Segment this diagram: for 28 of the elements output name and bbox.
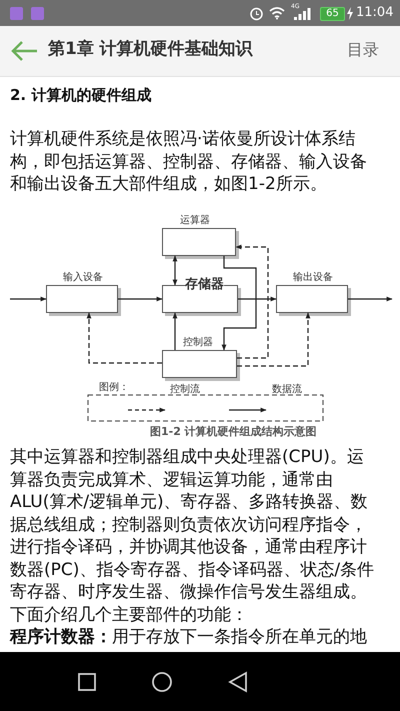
data-flow-arrow bbox=[118, 296, 163, 302]
contents-link: 目录 bbox=[347, 40, 380, 60]
control-flow-arrow bbox=[86, 312, 162, 364]
legend-label: 控制流 bbox=[170, 382, 200, 396]
data-flow-arrow bbox=[172, 312, 178, 350]
control-flow-arrow bbox=[237, 312, 310, 367]
data-flow-arrow bbox=[10, 296, 47, 302]
component-label: 控制器 bbox=[183, 337, 213, 349]
legend-label: 数据流 bbox=[272, 382, 302, 396]
chapter-title: 第1章 计算机硬件基础知识 bbox=[48, 39, 254, 60]
component-label: 输入设备 bbox=[63, 272, 103, 284]
body-paragraph: 其中运算器和控制器组成中央处理器(CPU)。运算器负责完成算术、逻辑运算功能，通常由ALU(算术/逻辑单元)、寄存器、多路转换器、数据总线组成；控制器则负责依次访问程序指令，进行指令译码，并协调其他设备，通常由程序计数器(PC)、指令寄存器、指令译码器、状态/条件寄存器、时序发生器、微操作信号发生器组成。 bbox=[10, 446, 376, 604]
body-paragraph: 计算机硬件系统是依照冯·诺依曼所设计体系结构，即包括运算器、控制器、存储器、输入设备和输出设备五大部件组成，如图1-2所示。 bbox=[10, 128, 368, 196]
component-label: 运算器 bbox=[180, 215, 210, 227]
component-label: 存储器 bbox=[185, 277, 224, 292]
clock-time: 11:04 bbox=[356, 5, 394, 22]
body-paragraph: 下面介绍几个主要部件的功能： bbox=[10, 604, 249, 626]
battery-level: 65 bbox=[320, 7, 345, 21]
data-flow-arrow bbox=[348, 296, 393, 302]
data-flow-arrow bbox=[238, 296, 277, 302]
control-flow-arrow bbox=[235, 244, 269, 359]
component-label: 输出设备 bbox=[293, 272, 333, 284]
legend-title: 图例： bbox=[99, 382, 129, 394]
body-paragraph: 程序计数器：用于存放下一条指令所在单元的地 bbox=[10, 626, 368, 648]
data-flow-arrow bbox=[172, 255, 178, 286]
section-heading: 2. 计算机的硬件组成 bbox=[10, 86, 152, 105]
data-flow-arrow bbox=[222, 256, 257, 351]
figure-caption: 图1-2 计算机硬件组成结构示意图 bbox=[150, 424, 317, 439]
